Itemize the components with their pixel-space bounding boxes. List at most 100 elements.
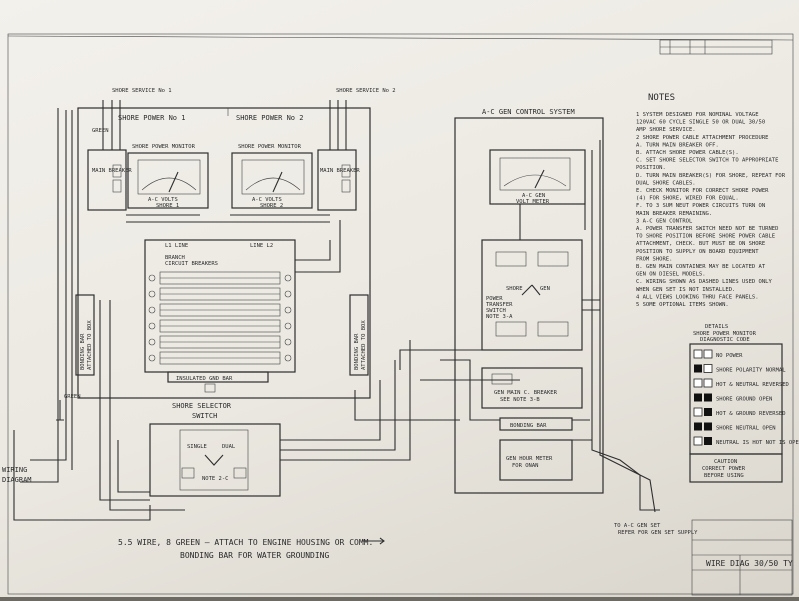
legend-indicator xyxy=(703,378,713,388)
breaker-terminal xyxy=(148,322,156,330)
service-label-2: SHORE SERVICE No 2 xyxy=(336,88,396,94)
note-line: ATTACHMENT, CHECK. BUT MUST BE ON SHORE xyxy=(636,241,765,247)
legend-row-label: SHORE POLARITY NORMAL xyxy=(716,368,786,374)
note-line: GEN ON DIESEL MODELS. xyxy=(636,272,706,278)
selector-title-2: SWITCH xyxy=(192,412,217,420)
service-label-1: SHORE SERVICE No 1 xyxy=(112,88,172,94)
legend-title: DETAILS xyxy=(705,324,728,330)
wiring-label: WIRING xyxy=(2,466,27,474)
note-line: 4 ALL VIEWS LOOKING THRU FACE PANELS. xyxy=(636,294,759,300)
gen-title: A-C GEN CONTROL SYSTEM xyxy=(482,108,575,116)
monitor-legend: DETAILS SHORE POWER MONITOR DIAGNOSTIC C… xyxy=(689,324,799,483)
note-line: B. ATTACH SHORE POWER CABLE(S). xyxy=(636,150,739,156)
legend-subtitle-1: SHORE POWER MONITOR xyxy=(693,331,757,337)
dual-label: DUAL xyxy=(222,444,236,450)
bonding-left-label-2: ATTACHED TO BOX xyxy=(87,320,93,370)
legend-subtitle-2: DIAGNOSTIC CODE xyxy=(700,337,750,343)
note-line: A. TURN MAIN BREAKER OFF. xyxy=(636,142,719,148)
note-line: 120VAC 60 CYCLE SINGLE 50 OR DUAL 30/50 xyxy=(636,120,765,126)
volts-2-label: A-C VOLTS xyxy=(252,197,282,203)
breaker-terminal xyxy=(284,290,292,298)
note-line: D. TURN MAIN BREAKER(S) FOR SHORE, REPEA… xyxy=(636,173,786,179)
green-label-1: GREEN xyxy=(92,128,109,134)
legend-indicator xyxy=(693,378,703,388)
note-line: FROM SHORE. xyxy=(636,256,672,262)
legend-indicator xyxy=(704,393,712,402)
gen-meter-label-1: A-C GEN xyxy=(522,193,545,199)
selector-title: SHORE SELECTOR xyxy=(172,402,232,410)
transfer-label-4: NOTE 3-A xyxy=(486,314,513,320)
breaker-terminal xyxy=(284,274,292,282)
gen-meter-label-2: VOLT METER xyxy=(516,199,550,205)
note-line: POSITION. xyxy=(636,165,666,171)
bonding-bar-left: BONDING BAR ATTACHED TO BOX xyxy=(75,294,95,376)
note-line: F. TO 3 SUM NEUT POWER CIRCUITS TURN ON xyxy=(636,203,765,209)
gen-bonding-label: BONDING BAR xyxy=(510,423,547,429)
note-line: C. WIRING SHOWN AS DASHED LINES USED ONL… xyxy=(636,279,772,285)
legend-indicator xyxy=(694,393,702,402)
bonding-mid-label: BONDING BAR xyxy=(354,333,360,370)
branch-label: BRANCH xyxy=(165,255,185,261)
notes-block: NOTES 1 SYSTEM DESIGNED FOR NOMINAL VOLT… xyxy=(636,93,786,308)
gen-hour-meter: GEN HOUR METER FOR ONAN xyxy=(499,439,573,481)
gen-control-enclosure: A-C GEN CONTROL SYSTEM A-C GEN VOLT METE… xyxy=(454,108,604,494)
bonding-left-label: BONDING BAR xyxy=(80,333,86,370)
note-line: 5 SOME OPTIONAL ITEMS SHOWN. xyxy=(636,302,729,308)
volts-1-label: A-C VOLTS xyxy=(148,197,178,203)
breaker-terminal xyxy=(148,338,156,346)
breaker-terminal xyxy=(284,354,292,362)
breaker-terminal xyxy=(148,274,156,282)
transfer-label-1: POWER xyxy=(486,296,503,302)
note-line: B. GEN MAIN CONTAINER MAY BE LOCATED AT xyxy=(636,264,766,270)
revision-block xyxy=(659,39,773,55)
power-transfer-switch: SHORE GEN POWER TRANSFER SWITCH NOTE 3-A xyxy=(481,239,583,351)
hour-meter-label-2: FOR ONAN xyxy=(512,463,539,469)
legend-indicator xyxy=(694,364,702,373)
legend-caution-1: CORRECT POWER xyxy=(702,466,746,472)
notes-title: NOTES xyxy=(648,93,675,103)
breaker-rows xyxy=(148,271,292,365)
legend-caution-2: BEFORE USING xyxy=(704,473,744,479)
diagram-label: DIAGRAM xyxy=(2,476,32,484)
breaker-terminal xyxy=(148,290,156,298)
note-line: MAIN BREAKER REMAINING. xyxy=(636,211,712,217)
shore-selector-switch: SHORE SELECTOR SWITCH SINGLE DUAL NOTE 2… xyxy=(149,402,281,497)
main-breaker-1: MAIN BREAKER xyxy=(87,149,132,211)
breaker-terminal xyxy=(284,322,292,330)
note-line: TO SHORE POSITION BEFORE SHORE POWER CAB… xyxy=(636,234,775,240)
breaker-terminal xyxy=(148,306,156,314)
legend-indicator xyxy=(704,437,712,445)
insulated-gnd-label: INSULATED GND BAR xyxy=(176,376,233,382)
transfer-gen: GEN xyxy=(540,286,550,292)
legend-row-label: HOT & GROUND REVERSED xyxy=(716,411,786,417)
legend-indicator xyxy=(704,408,712,416)
legend-indicator xyxy=(694,422,702,431)
bottom-note-1: 5.5 WIRE, 8 GREEN — ATTACH TO ENGINE HOU… xyxy=(118,538,373,547)
bonding-bar-mid: BONDING BAR ATTACHED TO BOX xyxy=(349,294,369,376)
legend-row-label: NO POWER xyxy=(716,353,743,359)
gen-main-breaker: GEN MAIN C. BREAKER SEE NOTE 3-B xyxy=(481,367,583,409)
insulated-gnd-bar xyxy=(167,371,269,383)
shore-monitor-2: SHORE POWER MONITOR A-C VOLTS SHORE 2 xyxy=(231,144,313,209)
breaker-terminal xyxy=(284,306,292,314)
transfer-label-2: TRANSFER xyxy=(486,302,513,308)
note-line: C. SET SHORE SELECTOR SWITCH TO APPROPRI… xyxy=(636,158,778,164)
breakers-label: CIRCUIT BREAKERS xyxy=(165,261,218,267)
note-line: A. POWER TRANSFER SWITCH NEED NOT BE TUR… xyxy=(636,226,778,232)
to-gen-label-1: TO A-C GEN SET xyxy=(614,523,661,529)
legend-row-label: SHORE NEUTRAL OPEN xyxy=(716,426,776,432)
monitor-1-label: SHORE POWER MONITOR xyxy=(132,144,196,150)
title-block: WIRE DIAG 30/50 TY xyxy=(691,519,793,596)
gen-breaker-label-2: SEE NOTE 3-B xyxy=(500,397,540,403)
breaker-terminal xyxy=(148,354,156,362)
bonding-mid-label-2: ATTACHED TO BOX xyxy=(361,320,367,370)
legend-indicator xyxy=(703,364,713,373)
shore-2-label: SHORE 2 xyxy=(260,203,283,209)
transfer-label-3: SWITCH xyxy=(486,308,506,314)
legend-indicator xyxy=(693,407,703,417)
line-l1-label: L1 LINE xyxy=(165,243,188,249)
shore-power-1-label: SHORE POWER No 1 xyxy=(118,114,185,122)
main-breaker-2-label: MAIN BREAKER xyxy=(320,168,360,174)
